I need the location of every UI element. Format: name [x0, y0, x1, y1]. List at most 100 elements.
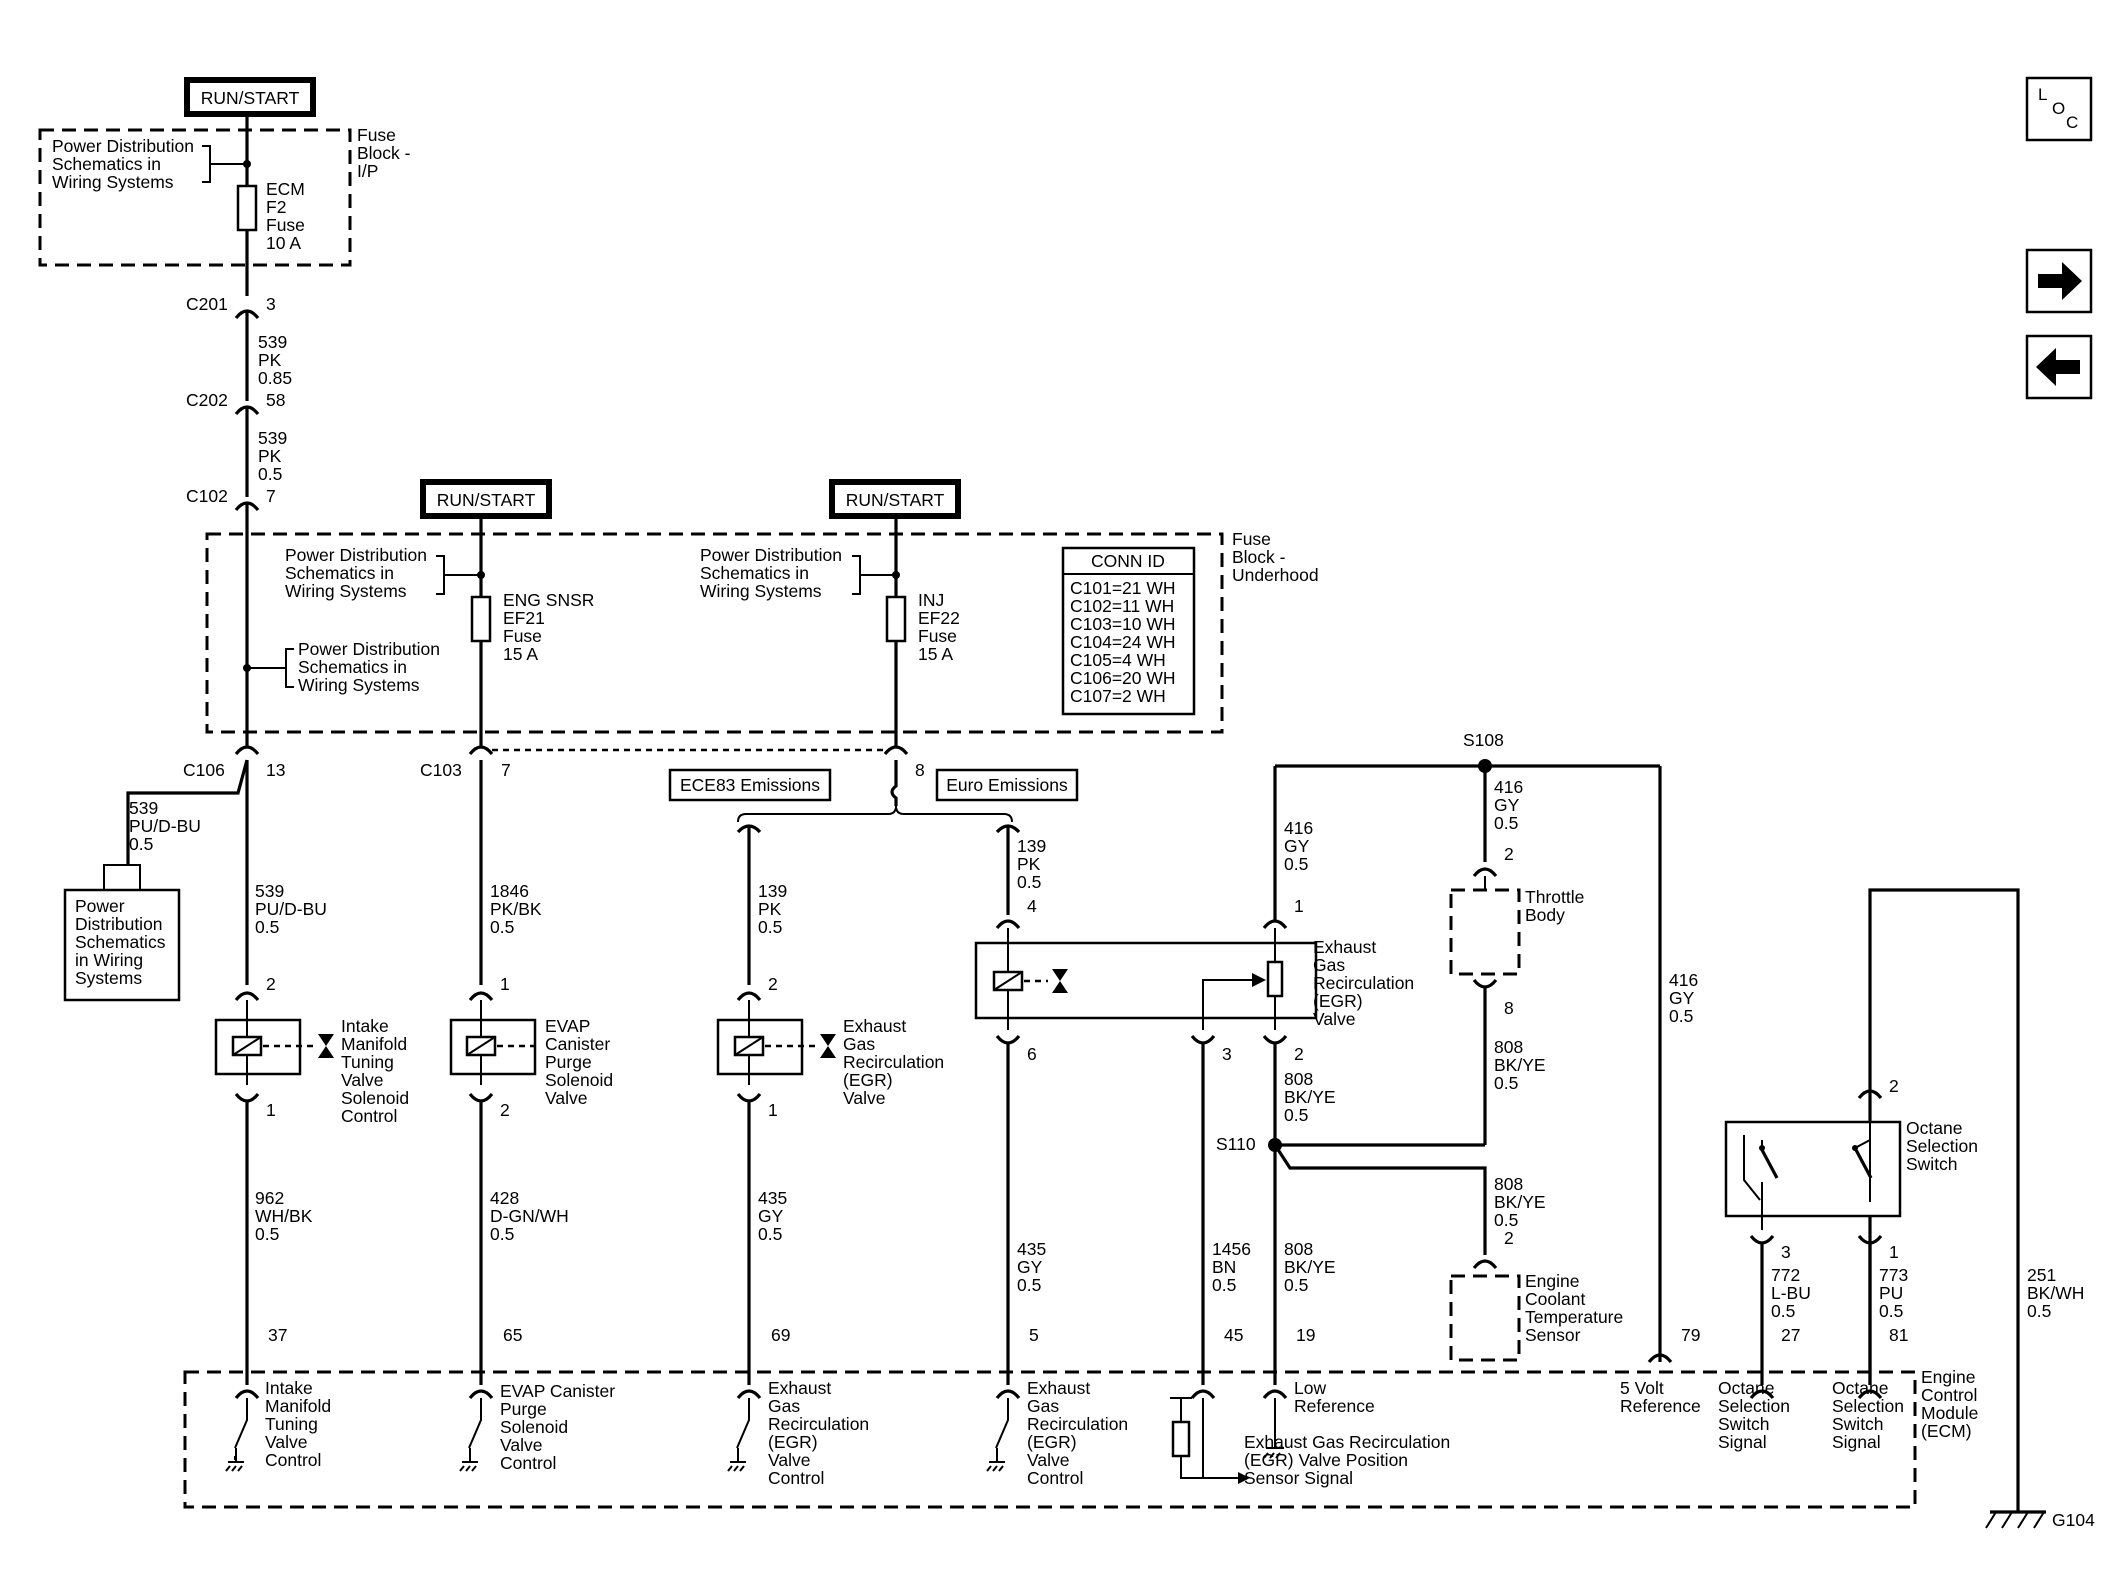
svg-text:Valve: Valve: [1313, 1009, 1355, 1029]
svg-text:Fuse: Fuse: [503, 626, 542, 646]
svg-text:C106=20 WH: C106=20 WH: [1070, 668, 1176, 688]
ecm-connectors: [234, 1353, 1883, 1400]
svg-text:C104=24 WH: C104=24 WH: [1070, 632, 1176, 652]
ecm-internal-drivers: [225, 1397, 1284, 1484]
svg-text:15 A: 15 A: [503, 644, 538, 664]
svg-text:I/P: I/P: [357, 161, 378, 181]
s108-label: S108: [1463, 730, 1504, 750]
loc-button[interactable]: L O C: [2025, 76, 2093, 142]
c202-label: C202: [186, 390, 228, 410]
svg-text:0.5: 0.5: [758, 1224, 782, 1244]
pds-reference-c: Power Distribution Schematics in Wiring …: [247, 639, 440, 695]
svg-text:PK: PK: [1017, 854, 1041, 874]
svg-text:F2: F2: [266, 197, 286, 217]
egrb-pin-1: 1: [1294, 896, 1304, 916]
svg-text:Fuse: Fuse: [266, 215, 305, 235]
eng-snsr-fuse-ef21: [470, 595, 492, 643]
svg-text:EVAP Canister: EVAP Canister: [500, 1381, 615, 1401]
svg-text:Solenoid: Solenoid: [545, 1070, 613, 1090]
svg-text:139: 139: [1017, 836, 1046, 856]
svg-text:BK/YE: BK/YE: [1494, 1055, 1546, 1075]
svg-text:416: 416: [1494, 777, 1523, 797]
tb-pin-2: 2: [1504, 844, 1514, 864]
svg-text:5 Volt: 5 Volt: [1620, 1378, 1664, 1398]
intake-pin-top: 2: [266, 974, 276, 994]
ecm-pin-79: 79: [1681, 1325, 1700, 1345]
svg-text:Manifold: Manifold: [265, 1396, 331, 1416]
svg-text:PU: PU: [1879, 1283, 1903, 1303]
svg-text:Schematics: Schematics: [75, 932, 166, 952]
octane-switch-label: Octane Selection Switch: [1906, 1118, 1978, 1174]
run-start-label-1: RUN/START: [184, 77, 316, 117]
wire-139-pk-a: 139 PK 0.5: [758, 881, 787, 937]
svg-text:Canister: Canister: [545, 1034, 610, 1054]
svg-text:Power Distribution: Power Distribution: [700, 545, 842, 565]
ecm-pin-37: 37: [268, 1325, 287, 1345]
svg-text:Selection: Selection: [1718, 1396, 1790, 1416]
svg-text:Exhaust: Exhaust: [1027, 1378, 1090, 1398]
svg-text:Tuning: Tuning: [341, 1052, 394, 1072]
svg-text:0.5: 0.5: [1494, 813, 1518, 833]
g104-label: G104: [2052, 1510, 2095, 1530]
ecm-5v-reference-label: 5 Volt Reference: [1620, 1378, 1701, 1416]
svg-text:Control: Control: [341, 1106, 397, 1126]
svg-text:Fuse: Fuse: [357, 125, 396, 145]
svg-text:Manifold: Manifold: [341, 1034, 407, 1054]
run-start-label-2: RUN/START: [420, 479, 552, 519]
throttle-body: [1449, 876, 1521, 976]
svg-text:Control: Control: [1027, 1468, 1083, 1488]
svg-text:Sensor Signal: Sensor Signal: [1244, 1468, 1353, 1488]
oct-pin-1: 1: [1889, 1242, 1899, 1262]
wire-435-gy-b: 435 GY 0.5: [1017, 1239, 1046, 1295]
svg-text:Wiring Systems: Wiring Systems: [285, 581, 407, 601]
arrow-left-icon: [2036, 348, 2080, 386]
egrb-pin-4: 4: [1027, 896, 1037, 916]
svg-text:0.85: 0.85: [258, 368, 292, 388]
svg-text:Control: Control: [500, 1453, 556, 1473]
inj-fuse-ef22: [885, 595, 907, 643]
svg-text:Throttle: Throttle: [1525, 887, 1584, 907]
ecm-egr-position-label: Exhaust Gas Recirculation (EGR) Valve Po…: [1244, 1432, 1450, 1488]
ecm-pin-19: 19: [1296, 1325, 1315, 1345]
svg-text:0.5: 0.5: [255, 917, 279, 937]
ecm-octane-signal-b-label: Octane Selection Switch Signal: [1832, 1378, 1904, 1452]
egrb-pin-6: 6: [1027, 1044, 1037, 1064]
svg-text:Intake: Intake: [341, 1016, 389, 1036]
svg-text:PK: PK: [258, 446, 282, 466]
svg-text:(EGR) Valve Position: (EGR) Valve Position: [1244, 1450, 1408, 1470]
wire-808-bk-ye-tb: 808 BK/YE 0.5: [1494, 1037, 1546, 1093]
svg-text:0.5: 0.5: [1017, 872, 1041, 892]
svg-text:0.5: 0.5: [1284, 1275, 1308, 1295]
svg-text:Power: Power: [75, 896, 125, 916]
svg-text:Gas: Gas: [768, 1396, 800, 1416]
svg-text:Fuse: Fuse: [1232, 529, 1271, 549]
pds-reference-b: Power Distribution Schematics in Wiring …: [700, 545, 896, 601]
svg-text:Intake: Intake: [265, 1378, 313, 1398]
tb-pin-8: 8: [1504, 998, 1514, 1018]
next-page-button[interactable]: [2025, 248, 2093, 314]
svg-text:Signal: Signal: [1718, 1432, 1767, 1452]
svg-text:Exhaust: Exhaust: [768, 1378, 831, 1398]
svg-text:D-GN/WH: D-GN/WH: [490, 1206, 569, 1226]
svg-text:C103=10 WH: C103=10 WH: [1070, 614, 1176, 634]
egra-pin-top: 2: [768, 974, 778, 994]
c201-label: C201: [186, 294, 228, 314]
svg-text:0.5: 0.5: [1494, 1210, 1518, 1230]
svg-text:Power Distribution: Power Distribution: [285, 545, 427, 565]
svg-text:Exhaust: Exhaust: [1313, 937, 1376, 957]
svg-text:Control: Control: [1921, 1385, 1977, 1405]
svg-text:Gas: Gas: [1313, 955, 1345, 975]
prev-page-button[interactable]: [2025, 334, 2093, 400]
svg-text:Valve: Valve: [341, 1070, 383, 1090]
svg-text:Valve: Valve: [1027, 1450, 1069, 1470]
c201-pin: 3: [266, 294, 276, 314]
euro-emissions-tag: Euro Emissions: [935, 768, 1079, 802]
conn-id-table: CONN ID C101=21 WH C102=11 WH C103=10 WH…: [1061, 546, 1196, 716]
c202-pin: 58: [266, 390, 285, 410]
svg-text:GY: GY: [1284, 836, 1310, 856]
egr-valve-a-label: Exhaust Gas Recirculation (EGR) Valve: [843, 1016, 944, 1108]
svg-text:Control: Control: [768, 1468, 824, 1488]
svg-text:416: 416: [1669, 970, 1698, 990]
svg-text:539: 539: [255, 881, 284, 901]
inj-conn-pin: 8: [915, 760, 925, 780]
